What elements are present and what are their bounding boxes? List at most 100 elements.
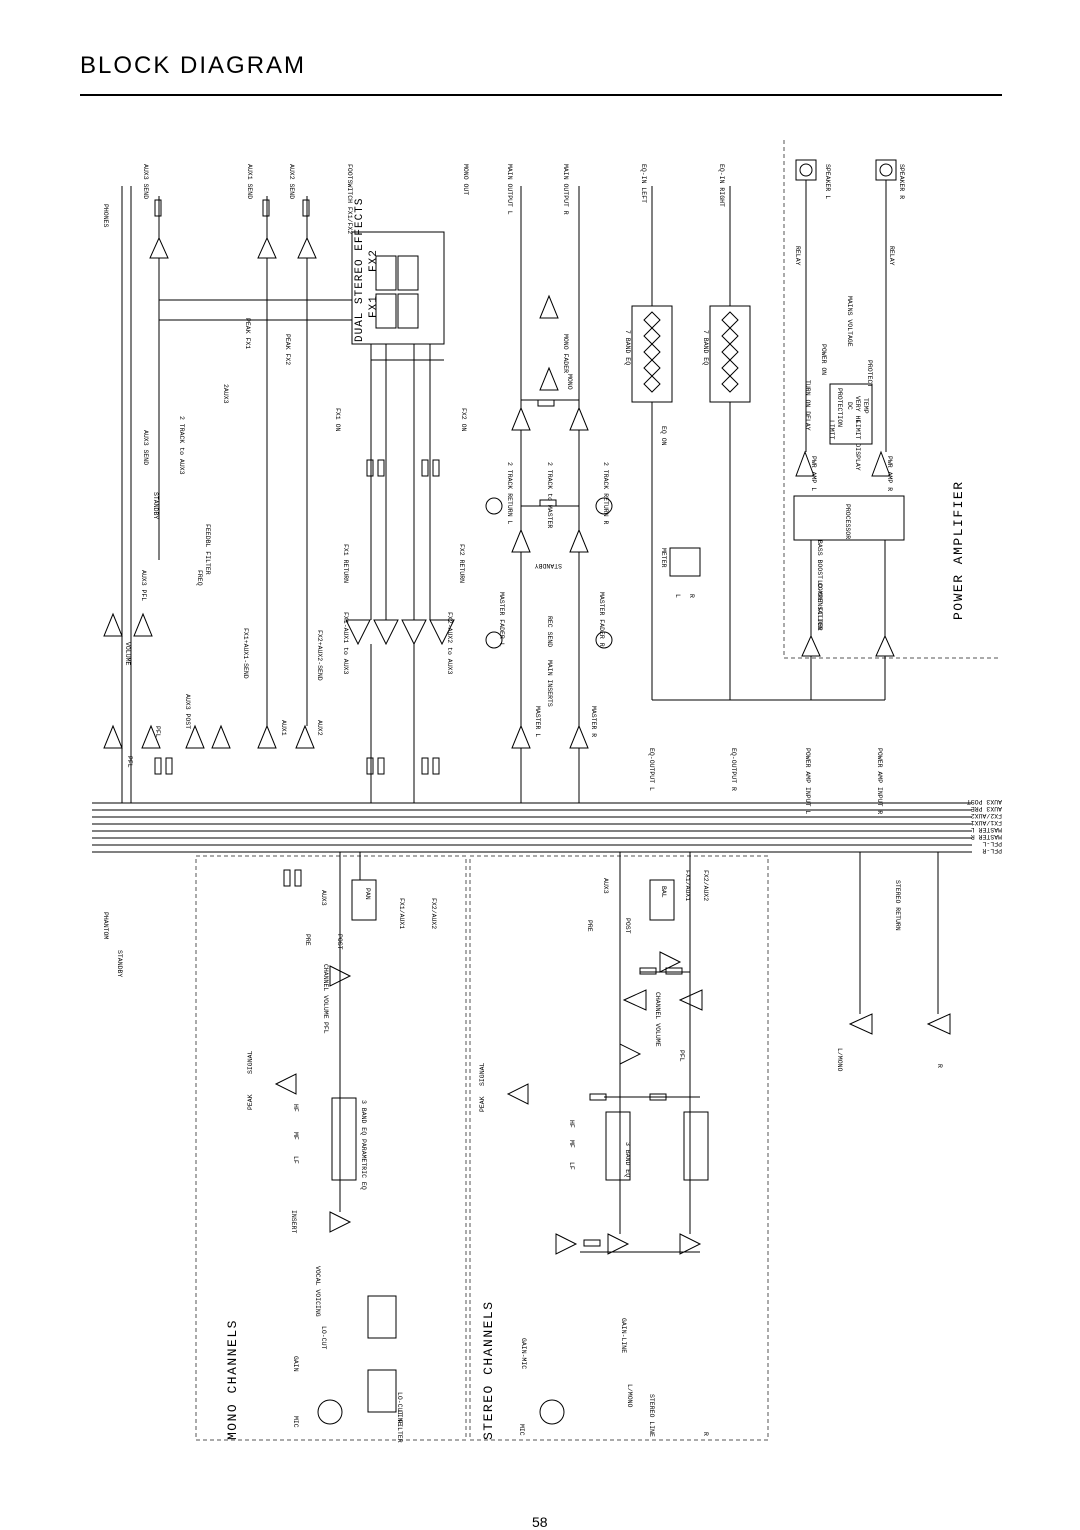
master-label: STANDBY	[535, 562, 562, 569]
stereo-label: FX2/AUX2	[702, 870, 709, 901]
mono-label: LO-CUT	[320, 1326, 327, 1350]
bus-label: MASTER L	[971, 826, 1002, 833]
jack-label: AUX1 SEND	[246, 164, 253, 199]
amp-triangles	[103, 236, 895, 749]
stereo-label: GAIN-LINE	[620, 1318, 627, 1353]
power-label: PROTECTION	[836, 388, 843, 427]
power-label: TURN ON DELAY	[804, 380, 811, 431]
mono-channels-frame	[195, 855, 467, 1441]
jack-label: AUX2 SEND	[288, 164, 295, 199]
power-label: PWR AMP R	[886, 456, 893, 491]
jack-label: SPEAKER R	[898, 164, 905, 199]
mono-amps	[274, 965, 352, 1233]
power-label: BASS BOOST COMPENSATION	[816, 540, 823, 630]
power-label: POWER ON	[820, 344, 827, 375]
vocal-voicing-graph	[367, 1295, 397, 1339]
master-label: MAIN INSERTS	[546, 660, 553, 707]
bus-label: PFL-R	[982, 847, 1002, 854]
fx2-display-1	[375, 255, 397, 291]
section-dual-stereo-effects: DUAL STEREO EFFECTS	[354, 198, 366, 342]
mono-pan-block	[351, 879, 377, 921]
power-label: DC	[846, 402, 853, 410]
mono-label: GAIN	[292, 1356, 299, 1372]
mono-label: STANDBY	[116, 950, 123, 977]
master-label: FX1-AUX1 to AUX3	[342, 612, 349, 675]
power-label: LO-CUT FILTER	[816, 580, 823, 631]
master-label: MASTER R	[590, 706, 597, 737]
power-label: PROTECT	[866, 360, 873, 387]
section-fx2: FX2	[368, 249, 380, 272]
master-label: 7 BAND EQ	[624, 330, 631, 365]
stereo-label: PEAK	[479, 1096, 486, 1112]
jack-label: SPEAKER L	[824, 164, 831, 199]
master-label: PFL	[126, 756, 133, 768]
stereo-label: POST	[624, 918, 631, 934]
title-rule	[80, 94, 1002, 96]
stereo-label: MIC	[518, 1424, 525, 1436]
power-label: PROCESSOR	[844, 504, 851, 539]
mono-label: MF	[292, 1132, 299, 1140]
jack-label: MONO OUT	[462, 164, 469, 195]
bus-label: AUX3 PRE	[971, 805, 1002, 812]
eq7-left-cells	[643, 311, 661, 393]
master-label: AUX1	[280, 720, 287, 736]
mono-label: LF	[292, 1156, 299, 1164]
stereo-label: R	[702, 1432, 709, 1436]
processor-block	[793, 495, 905, 541]
master-label: MONO FADER	[562, 334, 569, 373]
stereo-label: L/MONO	[626, 1384, 633, 1408]
mono-label: FX1/AUX1	[398, 898, 405, 929]
section-mono-channels: MONO CHANNELS	[225, 1319, 240, 1440]
cross-wires	[159, 299, 885, 1253]
jack-label: EQ-IN LEFT	[640, 164, 647, 203]
power-label: VERY HF	[854, 396, 861, 423]
resistors	[154, 199, 683, 1247]
master-label: METER	[660, 548, 667, 568]
stereo-label: FX1/AUX1	[684, 870, 691, 901]
stereo-label: 3 BAND EQ	[624, 1142, 631, 1177]
mono-label: CHANNEL VOLUME	[322, 964, 329, 1019]
master-label: EQ-OUTPUT R	[730, 748, 737, 791]
mono-label: SIGNAL	[247, 1050, 254, 1074]
mono-eq-block	[331, 1097, 357, 1181]
stereo-bal-block	[649, 879, 675, 921]
eq7-right-cells	[721, 311, 739, 393]
meter-block	[669, 547, 701, 577]
bus-lines	[92, 802, 972, 853]
bus-label: FX2/AUX2	[971, 812, 1002, 819]
stereo-label: R	[936, 1064, 943, 1068]
master-label: POWER AMP INPUT R	[876, 748, 883, 814]
bus-labels: AUX3 POST AUX3 PRE FX2/AUX2 FX1/AUX1 MAS…	[967, 798, 1002, 854]
mono-label: LO-CUT FILTER	[396, 1392, 403, 1443]
mono-label: PFL	[322, 1022, 329, 1034]
master-label: MASTER L	[534, 706, 541, 737]
signal-wires	[121, 180, 939, 1234]
master-label: EQ-OUTPUT L	[648, 748, 655, 791]
power-label: LIMIT DISPLAY	[854, 420, 861, 471]
bus-label: FX1/AUX1	[971, 819, 1002, 826]
master-label: FX1+AUX1-SEND	[242, 628, 249, 679]
power-label: TEMP	[862, 398, 869, 414]
master-label: FREQ	[196, 570, 203, 586]
master-label: PEAK FX2	[284, 334, 291, 365]
stereo-label: L/MONO	[836, 1048, 843, 1072]
power-amp-frame	[783, 140, 1000, 659]
master-label: MASTER FADER R	[598, 592, 605, 647]
stereo-channel-labels: MIC GAIN-MIC GAIN-LINE L/MONO STEREO LIN…	[479, 870, 943, 1437]
stereo-eq-r-block	[683, 1111, 709, 1181]
master-label: 2 TRACK RETURN R	[602, 462, 609, 525]
master-label: STANDBY	[152, 492, 159, 519]
master-label: FX2+AUX2-SEND	[316, 630, 323, 681]
mono-channel-labels: MIC LINE GAIN LO-CUT VOCAL VOICING INSER…	[102, 888, 437, 1443]
mono-label: PHANTOM	[102, 912, 109, 939]
master-label: R	[688, 594, 695, 598]
stereo-eq-l-block	[605, 1111, 631, 1181]
power-label: RELAY	[888, 246, 895, 266]
power-label: LIMIT	[828, 420, 835, 440]
master-label: MONO	[566, 374, 573, 390]
mono-label: POST	[336, 934, 343, 950]
bus-label: AUX3 POST	[967, 798, 1002, 805]
section-stereo-channels: STEREO CHANNELS	[481, 1300, 496, 1440]
master-label: FX2 ON	[460, 408, 467, 432]
mono-label: PRE	[304, 934, 311, 946]
